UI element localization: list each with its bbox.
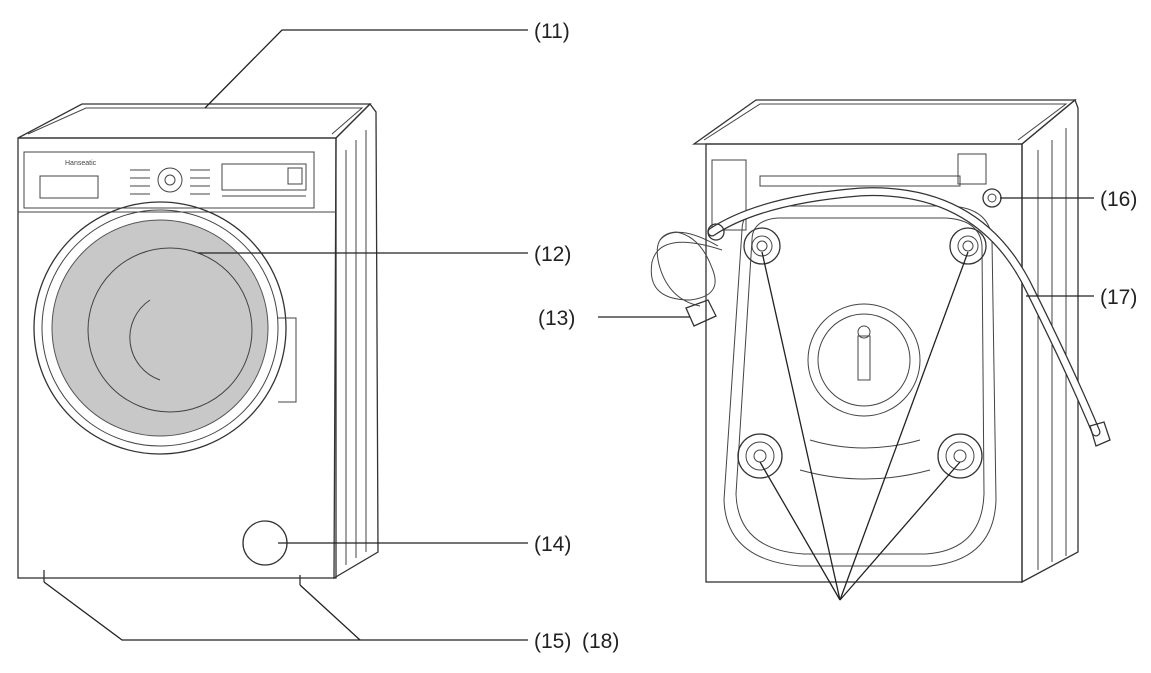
label-drain-hose: (17) xyxy=(1100,286,1137,309)
inlet-valve xyxy=(982,188,1002,208)
rear-top-lid xyxy=(691,99,1077,145)
label-lid: (11) xyxy=(534,20,570,43)
front-side-panel xyxy=(333,103,379,580)
transport-bolt-top-left xyxy=(743,227,781,265)
power-cord xyxy=(650,231,723,307)
detergent-drawer xyxy=(39,175,99,199)
door-handle xyxy=(278,317,297,403)
top-lid xyxy=(17,103,372,139)
label-inlet-valve: (16) xyxy=(1100,188,1137,211)
program-dial xyxy=(157,167,183,193)
label-filter-cover: (14) xyxy=(534,533,571,556)
label-feet: (15) xyxy=(534,630,571,653)
transport-bolt-bottom-left xyxy=(737,433,783,479)
rear-view-machine xyxy=(650,98,1111,584)
transport-bolt-top-right xyxy=(949,227,987,265)
front-panel xyxy=(17,137,337,579)
front-door xyxy=(33,201,297,455)
back-panel xyxy=(705,143,1023,583)
label-feet-extra: (18) xyxy=(582,630,619,653)
label-power-cord: (13) xyxy=(538,307,575,330)
leader-lines xyxy=(43,29,1094,641)
display-panel xyxy=(221,163,307,191)
label-door: (12) xyxy=(534,243,571,266)
front-view-machine: Hanseatic xyxy=(17,103,379,585)
power-plug xyxy=(685,299,717,327)
control-panel: Hanseatic xyxy=(23,151,315,209)
transport-bolt-bottom-right xyxy=(937,433,983,479)
svg-text:Hanseatic: Hanseatic xyxy=(65,160,97,167)
drain-hose-end xyxy=(1089,421,1111,447)
